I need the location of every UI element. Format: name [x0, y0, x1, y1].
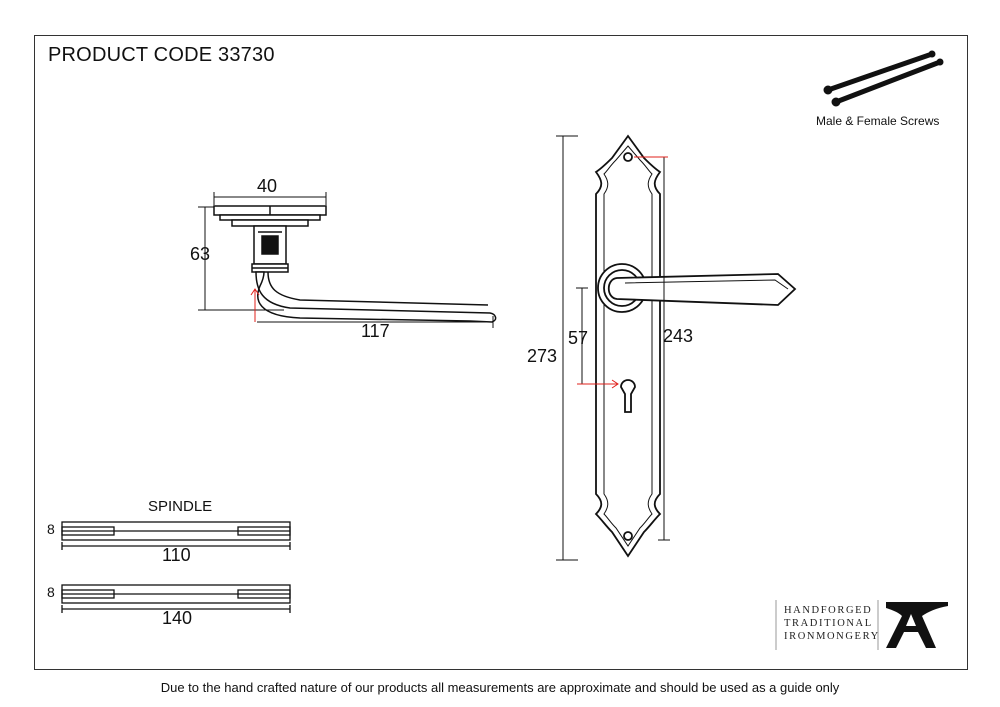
lever-height-label: 63 — [190, 244, 211, 264]
plate-height-dimension — [556, 135, 578, 561]
logo-text: HANDFORGED TRADITIONAL IRONMONGERY — [784, 604, 880, 643]
product-code-title: PRODUCT CODE 33730 — [48, 44, 275, 66]
lever-length-label: 117 — [361, 321, 390, 341]
spindle-2-size-label: 8 — [47, 584, 55, 600]
logo-rules — [775, 600, 879, 650]
spindle-110-drawing — [61, 521, 291, 550]
keyhole-marker — [577, 379, 619, 389]
keyhole-centres-dimension — [576, 287, 588, 384]
lever-height-dimension — [198, 206, 284, 311]
anvil-icon — [886, 602, 948, 648]
lever-side-view — [213, 205, 497, 323]
spindle-140-drawing — [61, 584, 291, 613]
keyhole-centres-label: 57 — [568, 328, 589, 348]
screws-label: Male & Female Screws — [816, 114, 940, 128]
drawing-frame — [34, 35, 968, 670]
spindle-1-size-label: 8 — [47, 521, 55, 537]
logo-line-3: IRONMONGERY — [784, 631, 880, 642]
spindle-1-length-label: 110 — [162, 545, 191, 565]
spindle-2-length-label: 140 — [162, 608, 193, 628]
fixing-centres-dimension — [658, 157, 670, 541]
screws-icon — [823, 50, 944, 107]
logo-line-1: HANDFORGED — [784, 605, 873, 616]
rose-width-dimension — [213, 192, 327, 205]
spindle-label: SPINDLE — [148, 498, 213, 515]
lever-length-dimension — [257, 316, 494, 328]
plate-height-label: 273 — [527, 346, 558, 366]
fixing-centres-label: 243 — [663, 326, 694, 346]
rose-width-label: 40 — [257, 176, 278, 196]
disclaimer-footer: Due to the hand crafted nature of our pr… — [160, 680, 840, 695]
backplate-front-view — [594, 134, 797, 558]
logo-line-2: TRADITIONAL — [784, 618, 873, 629]
lever-marker — [250, 288, 260, 322]
